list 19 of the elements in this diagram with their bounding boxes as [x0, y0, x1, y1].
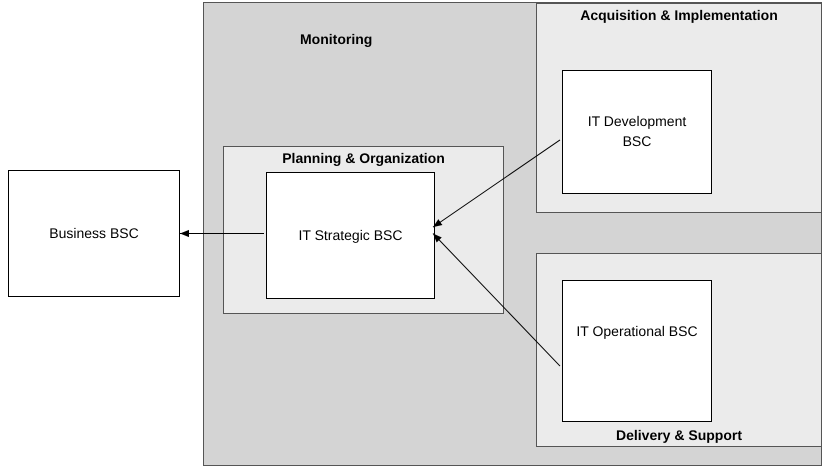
group-heading: Delivery & Support	[614, 426, 744, 444]
box-label: Business BSC	[48, 224, 140, 243]
process-box	[266, 172, 435, 299]
group-panel	[536, 253, 822, 447]
box-label: IT Strategic BSC	[297, 226, 404, 245]
group-panel	[203, 2, 822, 466]
process-box	[562, 280, 712, 422]
group-panel	[536, 3, 822, 213]
group-heading: Acquisition & Implementation	[579, 6, 779, 24]
box-label: IT Operational BSC	[575, 322, 699, 341]
arrow	[432, 233, 560, 367]
arrow	[432, 139, 560, 228]
arrow	[180, 230, 264, 238]
group-heading: Planning & Organization	[281, 149, 446, 167]
process-box	[562, 70, 712, 194]
box-label: IT Development BSC	[586, 112, 688, 151]
group-panel	[223, 146, 504, 314]
process-box	[8, 170, 180, 297]
group-heading: Monitoring	[300, 30, 372, 49]
